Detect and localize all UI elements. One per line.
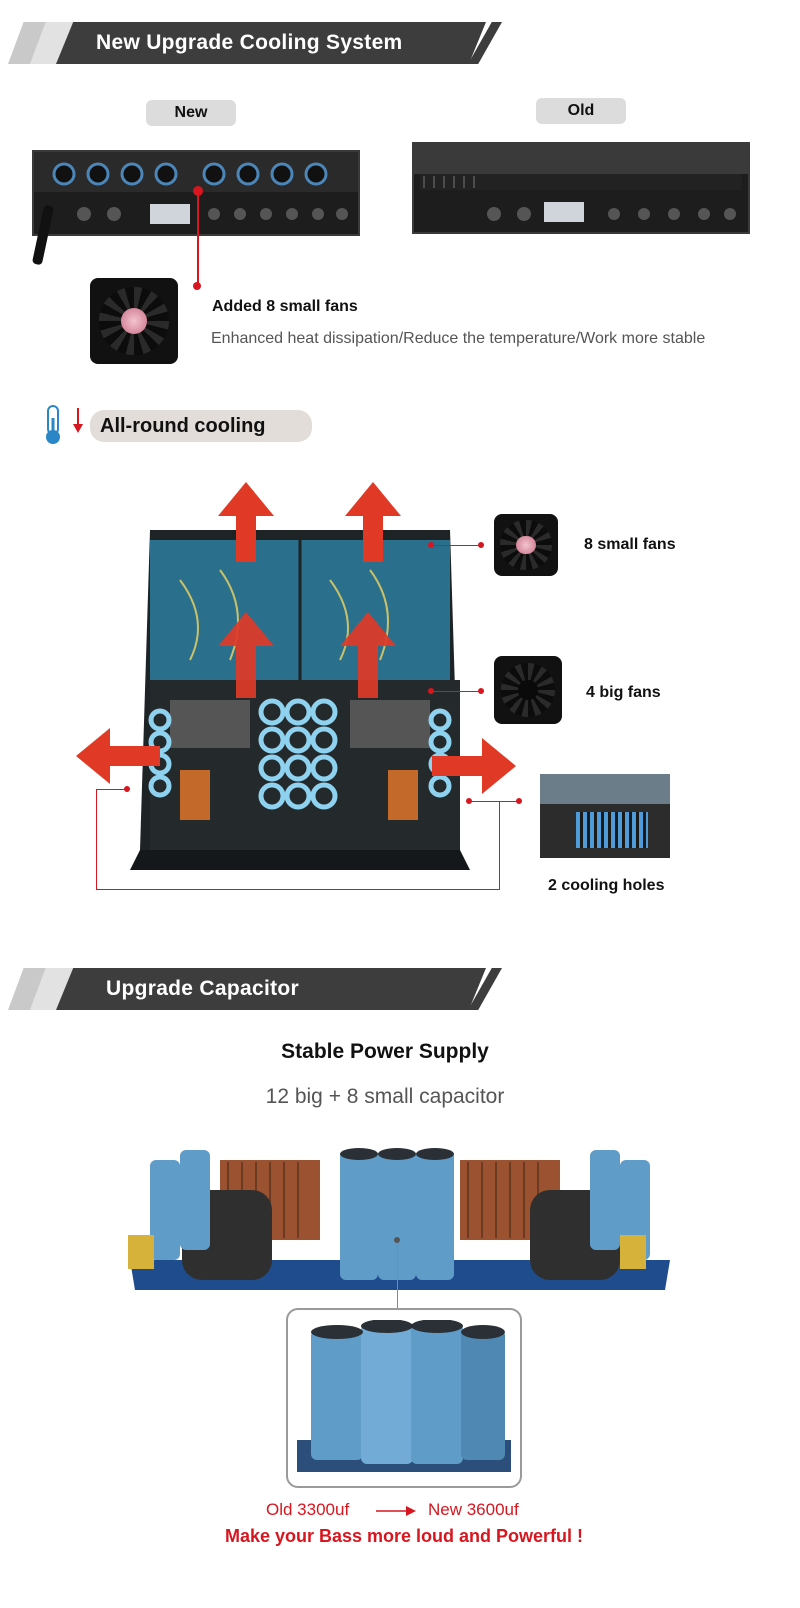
bass-slogan: Make your Bass more loud and Powerful ! [224,1526,584,1546]
callout-dot [193,282,201,290]
callout-line [197,195,199,285]
cooling-holes-caption: 2 cooling holes [548,877,665,894]
cooling-vent [576,812,648,848]
small-fans-caption: 8 small fans [584,536,676,553]
old-label: Old [536,98,626,124]
callout-dot [428,688,434,694]
big-fans-caption: 4 big fans [586,684,661,701]
callout-dot [478,542,484,548]
callout-line [499,802,500,890]
big-fan-image [494,656,562,724]
callout-dot [478,688,484,694]
callout-dot [193,186,203,196]
small-fan-image [494,514,558,576]
amplifier-interior-image [120,480,480,880]
new-label: New [146,100,236,126]
callout-line [96,789,97,889]
callout-dot [466,798,472,804]
old-capacitance: Old 3300uf [266,1500,350,1519]
exhaust-arrow-icon [345,482,401,567]
exhaust-arrow-icon [218,482,274,567]
banner-bar [56,968,486,1010]
callout-dot [124,786,130,792]
callout-line [96,789,128,790]
section-title: Upgrade Capacitor [106,977,299,1000]
section-banner-capacitor: Upgrade Capacitor [8,968,502,1010]
amplifier-top [540,774,670,804]
callout-line [434,545,482,546]
section-banner-cooling: New Upgrade Cooling System [8,22,502,64]
new-capacitance: New 3600uf [428,1500,519,1519]
banner-bar [56,22,486,64]
interior-illustration [130,530,470,870]
exhaust-arrow-icon [432,738,516,799]
amplifier-rear-panel [34,152,358,224]
fan-hub [518,680,538,700]
section-title: New Upgrade Cooling System [96,31,403,54]
fan-headline: Added 8 small fans [212,298,358,315]
capacitor-board-illustration [128,1148,670,1290]
arrow-right-icon [376,1504,416,1523]
callout-connector [397,1240,398,1308]
exhaust-arrow-icon [340,612,396,703]
callout-line [470,801,520,802]
callout-line [434,691,482,692]
exhaust-arrow-icon [76,728,160,789]
callout-line [96,889,500,890]
all-round-cooling-label: All-round cooling [90,410,312,442]
capacitor-subtitle: 12 big + 8 small capacitor [265,1085,505,1108]
capacitor-board-image [120,1140,680,1300]
callout-dot [428,542,434,548]
old-amplifier-image [412,142,750,234]
down-arrow-icon [72,408,84,439]
callout-dot [516,798,522,804]
amplifier-rear-panel [414,144,748,222]
exhaust-arrow-icon [218,612,274,703]
thermometer-icon [40,404,66,451]
cooling-hole-image [540,774,670,858]
small-fan-image [90,278,178,364]
capacitor-zoom-frame [286,1308,522,1488]
capacitor-headline: Stable Power Supply [281,1040,489,1063]
callout-point [394,1237,400,1243]
fan-detail: Enhanced heat dissipation/Reduce the tem… [211,330,706,347]
capacitor-closeup [297,1320,511,1472]
fan-hub [120,308,148,334]
fan-hub [516,535,536,555]
